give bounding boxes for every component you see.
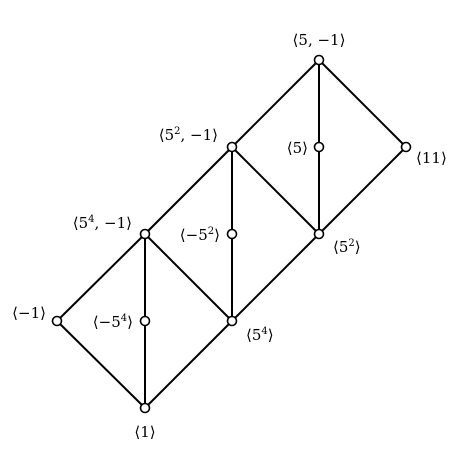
label-n54m1: ⟨54, −1⟩ bbox=[73, 214, 132, 232]
node-n54 bbox=[226, 315, 238, 327]
node-nm1 bbox=[51, 315, 63, 327]
node-n52 bbox=[313, 228, 325, 240]
label-n5m1: ⟨5, −1⟩ bbox=[293, 31, 346, 49]
node-n52m1 bbox=[226, 141, 238, 153]
label-nm54: ⟨−54⟩ bbox=[93, 313, 133, 331]
edge-n52-n52m1 bbox=[231, 146, 320, 235]
node-n1 bbox=[139, 402, 151, 414]
edge-n54-n52 bbox=[231, 233, 320, 322]
lattice-labels: ⟨1⟩ ⟨−1⟩ ⟨−54⟩ ⟨54⟩ ⟨54, −1⟩ ⟨−52⟩ ⟨52⟩ ⟨52, −1… bbox=[12, 31, 447, 441]
edge-n11-n5m1 bbox=[318, 59, 407, 148]
edge-n54m1-n52m1 bbox=[144, 146, 233, 235]
label-n52: ⟨52⟩ bbox=[333, 238, 361, 256]
lattice-nodes bbox=[51, 54, 412, 414]
edge-n1-n54 bbox=[144, 320, 233, 409]
edge-n1-nm1 bbox=[56, 320, 146, 409]
node-nm54 bbox=[139, 315, 151, 327]
label-nm52: ⟨−52⟩ bbox=[180, 226, 220, 244]
edge-n52m1-n5m1 bbox=[231, 59, 320, 148]
label-nm1: ⟨−1⟩ bbox=[12, 304, 46, 322]
lattice-edges bbox=[56, 59, 407, 409]
node-n5m1 bbox=[313, 54, 325, 66]
node-nm52 bbox=[226, 228, 238, 240]
label-n1: ⟨1⟩ bbox=[134, 423, 155, 441]
edge-nm1-n54m1 bbox=[56, 233, 146, 322]
label-n54: ⟨54⟩ bbox=[246, 326, 274, 344]
label-n5: ⟨5⟩ bbox=[287, 139, 308, 157]
node-n11 bbox=[400, 141, 412, 153]
edge-n52-n11 bbox=[318, 146, 407, 235]
node-n54m1 bbox=[139, 228, 151, 240]
node-n5 bbox=[313, 141, 325, 153]
label-n52m1: ⟨52, −1⟩ bbox=[159, 126, 218, 144]
label-n11: ⟨11⟩ bbox=[416, 149, 447, 167]
edge-n54-n54m1 bbox=[144, 233, 233, 322]
